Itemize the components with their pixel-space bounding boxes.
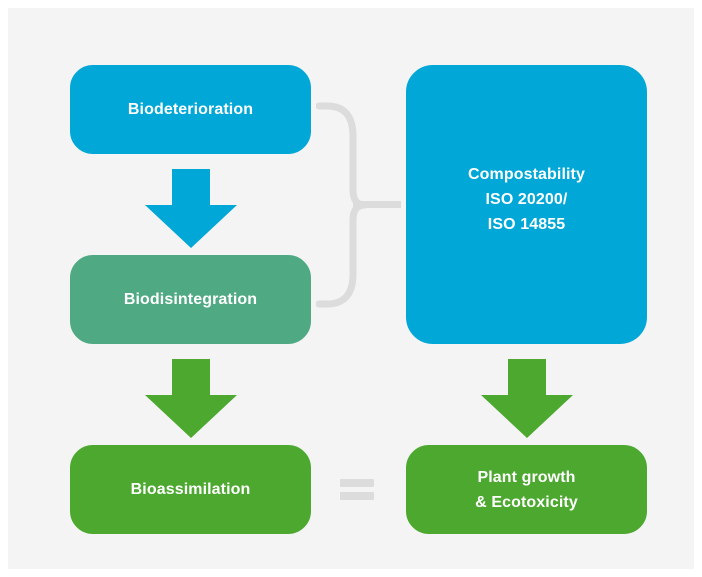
node-biodisintegration[interactable]: Biodisintegration <box>65 250 316 349</box>
node-compostability[interactable]: Compostability ISO 20200/ ISO 14855 <box>401 60 652 349</box>
node-bioassimilation-label: Bioassimilation <box>130 481 251 498</box>
node-plant-growth[interactable]: Plant growth & Ecotoxicity <box>401 440 652 539</box>
diagram-stage: Biodeterioration Biodisintegration Bioas… <box>8 8 694 569</box>
equals-sign-bar-bottom <box>340 492 374 500</box>
node-bioassimilation[interactable]: Bioassimilation <box>65 440 316 539</box>
node-plant-growth-label: Plant growth & Ecotoxicity <box>475 468 578 511</box>
arrow-down-icon-biodisintegration-to-bioassimilation <box>141 359 241 439</box>
node-biodeterioration-label: Biodeterioration <box>127 101 254 118</box>
arrow-down-icon-biodeterioration-to-biodisintegration <box>141 169 241 249</box>
node-biodisintegration-label: Biodisintegration <box>123 291 258 308</box>
arrow-down-icon-compostability-to-plant-growth <box>477 359 577 439</box>
equals-sign-bar-top <box>340 479 374 487</box>
equals-sign <box>340 479 374 500</box>
node-compostability-label: Compostability ISO 20200/ ISO 14855 <box>468 166 585 233</box>
curly-brace-icon <box>313 100 405 310</box>
node-biodeterioration[interactable]: Biodeterioration <box>65 60 316 159</box>
